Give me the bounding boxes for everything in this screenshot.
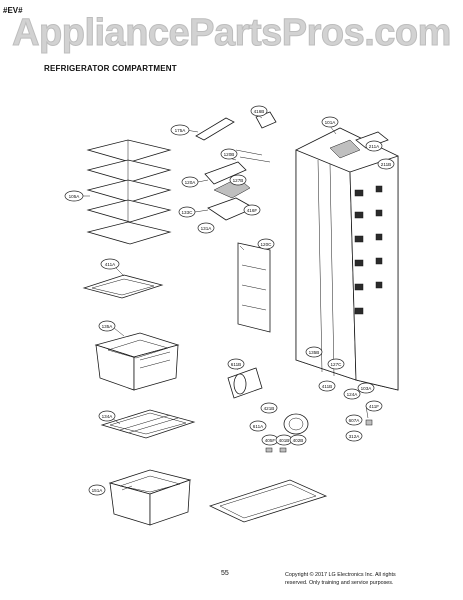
callout-131A: 131A xyxy=(197,222,215,234)
svg-text:411B: 411B xyxy=(322,384,332,389)
svg-text:175A: 175A xyxy=(175,128,187,133)
svg-text:312A: 312A xyxy=(349,434,361,439)
svg-text:131A: 131A xyxy=(201,226,213,231)
callout-211B: 211B xyxy=(377,158,395,170)
watermark: AppliancePartsPros.com xyxy=(12,12,452,55)
callout-134A: 134A xyxy=(98,410,116,422)
page-number: 55 xyxy=(221,570,229,577)
copyright-notice: Copyright © 2017 LG Electronics Inc. All… xyxy=(285,571,455,587)
callout-312A: 312A xyxy=(345,430,363,442)
crisper-drawer-upper xyxy=(94,332,180,391)
callout-411F: 411F xyxy=(365,400,383,412)
callout-607A: 607A xyxy=(345,414,363,426)
callout-135A: 135A xyxy=(98,320,116,332)
callout-151A: 151A xyxy=(88,484,106,496)
svg-text:611A: 611A xyxy=(253,424,264,429)
part-callouts: 105A 411A 175A 416B 120B 120A 151A 135A … xyxy=(64,105,395,496)
callout-175A: 175A xyxy=(170,124,190,136)
crisper-cover-frame xyxy=(82,274,164,299)
callout-416F: 416F xyxy=(243,204,261,216)
svg-text:411F: 411F xyxy=(369,404,379,409)
door-panel xyxy=(237,242,271,333)
svg-text:135A: 135A xyxy=(102,324,114,329)
shelf-rail-and-dairy-parts xyxy=(195,111,277,221)
callout-611B: 611B xyxy=(227,358,245,370)
small-clips xyxy=(265,419,373,453)
svg-text:120A: 120A xyxy=(185,180,197,185)
glass-shelves xyxy=(86,139,172,245)
copyright-line-2: reserved. Only training and service purp… xyxy=(285,580,394,586)
callout-611A: 611A xyxy=(249,420,267,432)
callout-105A: 105A xyxy=(64,190,84,202)
svg-text:127B: 127B xyxy=(233,178,244,183)
callout-411B: 411B xyxy=(318,380,336,392)
svg-text:611B: 611B xyxy=(231,362,241,367)
svg-text:105A: 105A xyxy=(69,194,81,199)
svg-text:101A: 101A xyxy=(325,120,337,125)
svg-text:127C: 127C xyxy=(331,362,343,367)
svg-text:405F: 405F xyxy=(265,438,276,443)
svg-text:607A: 607A xyxy=(349,418,361,423)
document-id-tag: #EV# xyxy=(3,6,23,15)
cabinet-shelf-slots xyxy=(354,185,383,315)
callout-402B: 402B xyxy=(289,434,307,446)
fan-ring xyxy=(283,413,309,435)
svg-text:103A: 103A xyxy=(361,386,373,391)
callout-211A: 211A xyxy=(365,140,383,152)
crisper-drawer-lower xyxy=(108,469,192,526)
callout-127B: 127B xyxy=(229,174,247,186)
callout-133C: 133C xyxy=(178,206,196,218)
callout-120B: 120B xyxy=(220,148,238,160)
section-title: REFRIGERATOR COMPARTMENT xyxy=(44,64,177,73)
bottom-tray xyxy=(208,479,328,523)
svg-text:402B: 402B xyxy=(293,438,304,443)
callout-416B: 416B xyxy=(250,105,268,117)
svg-text:401B: 401B xyxy=(279,438,290,443)
callout-120C: 120C xyxy=(257,238,275,250)
crisper-tray-middle xyxy=(100,409,196,439)
svg-text:133C: 133C xyxy=(182,210,194,215)
callout-101A: 101A xyxy=(321,116,339,128)
svg-text:151A: 151A xyxy=(92,488,104,493)
svg-text:134A: 134A xyxy=(102,414,114,419)
svg-text:416F: 416F xyxy=(247,208,258,213)
svg-text:135B: 135B xyxy=(309,350,320,355)
callout-127C: 127C xyxy=(327,358,345,370)
svg-text:421B: 421B xyxy=(264,406,275,411)
svg-text:120B: 120B xyxy=(224,152,235,157)
copyright-line-1: Copyright © 2017 LG Electronics Inc. All… xyxy=(285,572,396,578)
callout-401B: 401B xyxy=(275,434,293,446)
callout-120A: 120A xyxy=(181,176,199,188)
water-filter-assembly xyxy=(227,367,263,399)
callout-421B: 421B xyxy=(260,402,278,414)
svg-text:211B: 211B xyxy=(381,162,391,167)
callout-103A: 103A xyxy=(357,382,375,394)
callout-124A: 124A xyxy=(343,388,361,400)
callout-135B: 135B xyxy=(305,346,323,358)
svg-text:124A: 124A xyxy=(347,392,359,397)
refrigerator-cabinet xyxy=(295,127,399,391)
svg-text:211A: 211A xyxy=(369,144,380,149)
callout-405F: 405F xyxy=(261,434,279,446)
svg-text:411A: 411A xyxy=(105,262,116,267)
svg-text:416B: 416B xyxy=(254,109,265,114)
callout-411A: 411A xyxy=(100,258,120,270)
svg-text:120C: 120C xyxy=(261,242,273,247)
